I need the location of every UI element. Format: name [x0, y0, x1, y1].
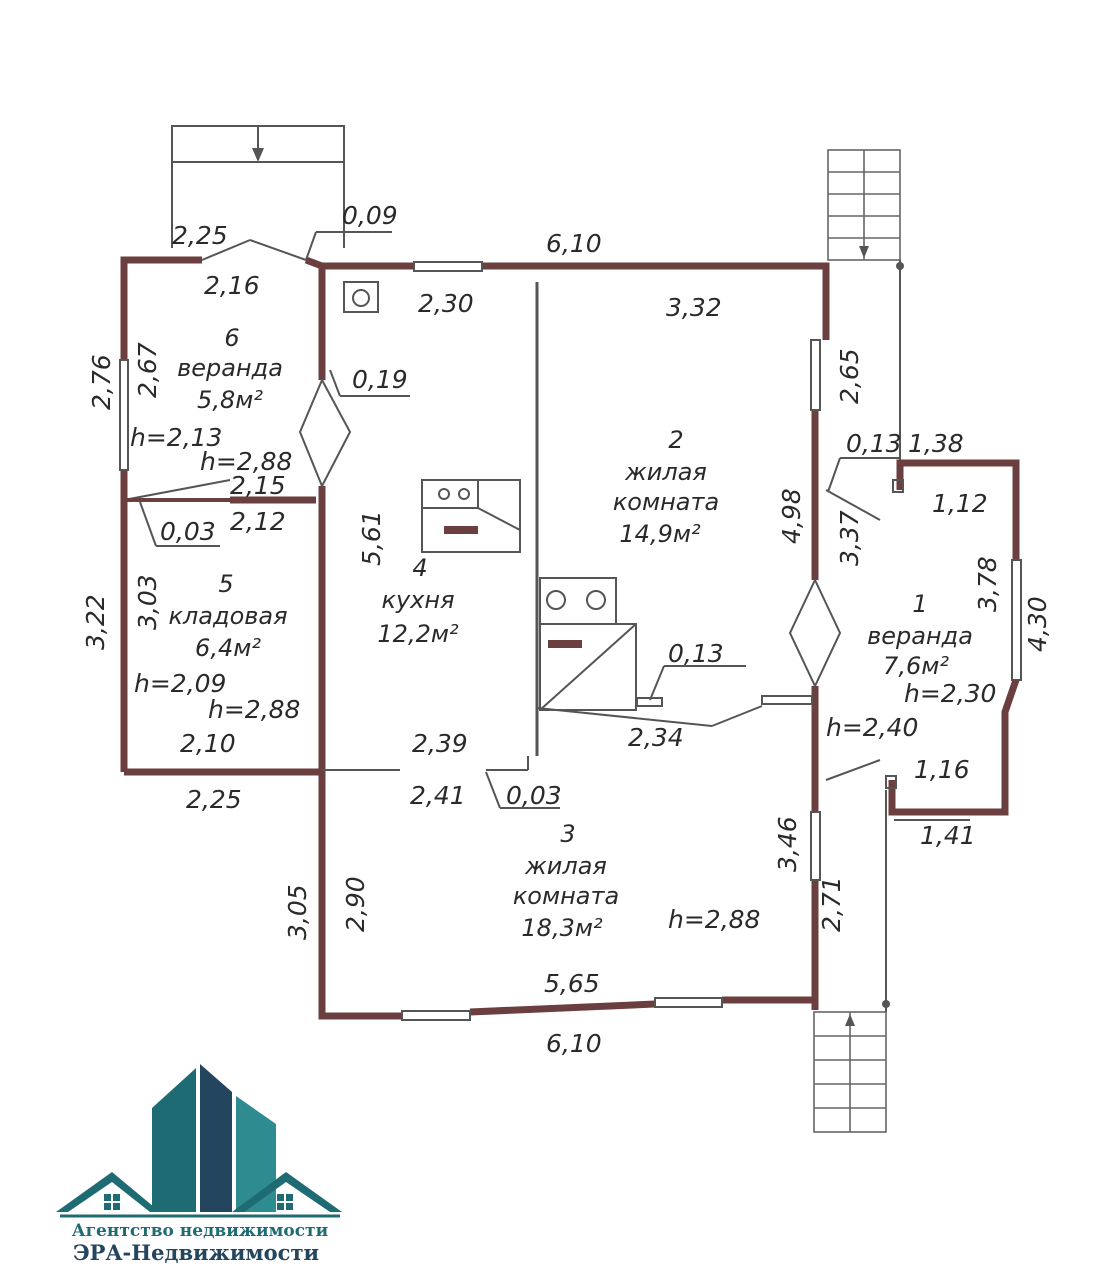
room-1-label: 1 веранда 7,6м² — [867, 590, 973, 680]
kitchen-stove — [421, 479, 521, 553]
room-5-area: 6,4м² — [195, 634, 261, 662]
dim-6-10-bottom: 6,10 — [546, 1029, 602, 1058]
room2-stove — [539, 577, 637, 711]
right-veranda — [825, 459, 1022, 816]
logo-line2: ЭРА-Недвижимости — [73, 1240, 319, 1265]
dim-h-2-88-b: h=2,88 — [208, 695, 300, 724]
dimension-lines — [139, 231, 970, 821]
room-6-name: веранда — [177, 354, 283, 382]
dim-2-41: 2,41 — [410, 781, 466, 810]
dim-h-2-88-a: h=2,88 — [200, 447, 292, 476]
dim-5-65: 5,65 — [544, 969, 600, 998]
room-2-label: 2 жилая комната 14,9м² — [613, 426, 719, 548]
dim-2-67: 2,67 — [133, 342, 162, 398]
dim-1-41: 1,41 — [920, 821, 976, 850]
dimension-labels: 2,25 0,09 6,10 2,16 2,30 3,32 2,76 2,67 … — [81, 201, 1052, 1058]
dim-2-30: 2,30 — [418, 289, 474, 318]
dim-2-90: 2,90 — [341, 876, 370, 932]
dim-3-32: 3,32 — [666, 293, 722, 322]
room-3-name-line1: жилая — [524, 852, 607, 880]
left-verandas — [119, 239, 400, 776]
dim-1-12: 1,12 — [932, 489, 988, 518]
room-3-name-line2: комната — [513, 882, 619, 910]
logo-line1: Агентство недвижимости — [72, 1221, 329, 1241]
dim-3-03: 3,03 — [133, 574, 162, 630]
top-left-porch — [171, 125, 345, 248]
room-3-number: 3 — [560, 820, 575, 848]
dim-2-15: 2,15 — [230, 471, 286, 500]
room-5-name: кладовая — [168, 602, 287, 630]
dim-h-2-30: h=2,30 — [904, 679, 996, 708]
room-3-label: 3 жилая комната 18,3м² — [513, 820, 619, 942]
room-1-name: веранда — [867, 622, 973, 650]
dim-1-16: 1,16 — [914, 755, 970, 784]
room-2-area: 14,9м² — [619, 520, 701, 548]
dim-h-2-13: h=2,13 — [130, 423, 222, 452]
room-5-number: 5 — [218, 570, 233, 598]
dim-4-30: 4,30 — [1023, 596, 1052, 652]
dim-2-76: 2,76 — [87, 354, 116, 410]
logo-roof-right — [232, 1172, 342, 1212]
room-1-area: 7,6м² — [883, 652, 949, 680]
dim-2-25-top: 2,25 — [172, 221, 228, 250]
room-1-number: 1 — [912, 590, 927, 618]
room-2-number: 2 — [668, 426, 683, 454]
room-6-label: 6 веранда 5,8м² — [177, 324, 283, 414]
dim-0-13-a: 0,13 — [846, 429, 902, 458]
dim-h-2-09: h=2,09 — [134, 669, 226, 698]
room-6-number: 6 — [224, 324, 239, 352]
dim-2-34: 2,34 — [628, 723, 684, 752]
dim-1-38: 1,38 — [908, 429, 964, 458]
dim-0-03-a: 0,03 — [160, 517, 216, 546]
dim-4-98: 4,98 — [777, 488, 806, 544]
dim-3-22: 3,22 — [81, 594, 110, 650]
dim-2-65: 2,65 — [835, 348, 864, 404]
room-4-number: 4 — [412, 554, 427, 582]
dim-0-19: 0,19 — [352, 365, 408, 394]
logo-building-center — [200, 1064, 232, 1212]
room-4-label: 4 кухня 12,2м² — [377, 554, 459, 648]
logo-roof-left — [56, 1172, 160, 1212]
bottom-right-stairs — [813, 790, 890, 1133]
dim-2-16: 2,16 — [204, 271, 260, 300]
room-2-name-line2: комната — [613, 488, 719, 516]
dim-0-09: 0,09 — [342, 201, 398, 230]
room-2-name-line1: жилая — [624, 458, 707, 486]
dim-2-39: 2,39 — [412, 729, 468, 758]
dim-0-13-b: 0,13 — [668, 639, 724, 668]
dim-6-10-top: 6,10 — [546, 229, 602, 258]
room-4-area: 12,2м² — [377, 620, 459, 648]
room-4-name: кухня — [381, 586, 454, 614]
logo-building-right — [236, 1096, 276, 1212]
boiler-symbol — [343, 281, 379, 313]
main-walls — [298, 261, 842, 1021]
dim-2-25-bottom: 2,25 — [186, 785, 242, 814]
dim-2-10: 2,10 — [180, 729, 236, 758]
dim-5-61: 5,61 — [357, 510, 386, 566]
dim-3-46: 3,46 — [773, 816, 802, 872]
top-right-stairs — [827, 149, 904, 465]
dim-h-2-88-c: h=2,88 — [668, 905, 760, 934]
dim-3-05: 3,05 — [283, 884, 312, 940]
agency-logo: Агентство недвижимости ЭРА-Недвижимости — [56, 1064, 342, 1265]
dim-h-2-40: h=2,40 — [826, 713, 918, 742]
dim-2-71: 2,71 — [817, 876, 846, 932]
dim-2-12: 2,12 — [230, 507, 286, 536]
logo-building-left — [152, 1068, 196, 1212]
dim-3-37: 3,37 — [835, 510, 864, 566]
room-3-area: 18,3м² — [521, 914, 603, 942]
dim-0-03-b: 0,03 — [506, 781, 562, 810]
room-6-area: 5,8м² — [197, 386, 263, 414]
room-5-label: 5 кладовая 6,4м² — [168, 570, 287, 662]
dim-3-78: 3,78 — [973, 556, 1002, 612]
